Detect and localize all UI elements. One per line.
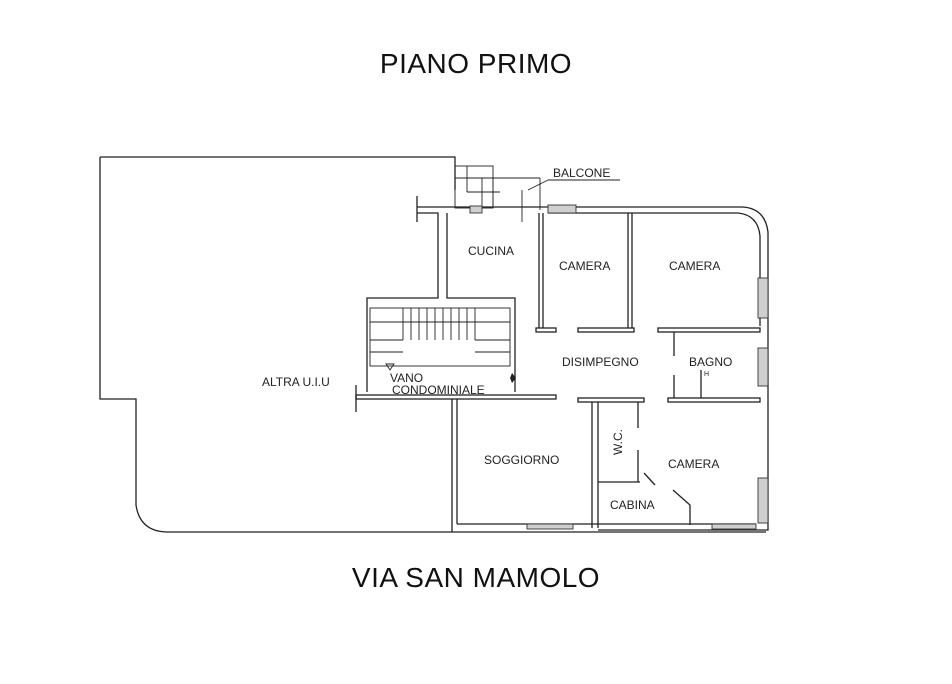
- exterior-walls: [366, 196, 769, 531]
- label-balcone: BALCONE: [553, 166, 610, 180]
- label-camera-2: CAMERA: [669, 259, 720, 273]
- label-vano: VANO: [390, 371, 423, 385]
- label-bagno-mark: H: [704, 371, 709, 378]
- label-soggiorno: SOGGIORNO: [484, 453, 559, 467]
- street-name: VIA SAN MAMOLO: [351, 562, 601, 593]
- label-cucina: CUCINA: [468, 244, 514, 258]
- other-unit-outline: [99, 156, 456, 533]
- label-camera-3: CAMERA: [668, 457, 719, 471]
- interior-walls: [355, 213, 766, 533]
- plan-title: PIANO PRIMO: [379, 48, 573, 79]
- label-bagno: BAGNO: [689, 355, 732, 369]
- label-cabina: CABINA: [610, 498, 655, 512]
- label-altra-uiu: ALTRA U.I.U: [262, 375, 330, 389]
- label-condominiale: CONDOMINIALE: [392, 383, 485, 397]
- label-wc: W.C.: [611, 429, 625, 455]
- label-disimpegno: DISIMPEGNO: [562, 355, 639, 369]
- staircase: [369, 307, 516, 383]
- label-camera-1: CAMERA: [559, 259, 610, 273]
- balcony-stair: [454, 165, 620, 222]
